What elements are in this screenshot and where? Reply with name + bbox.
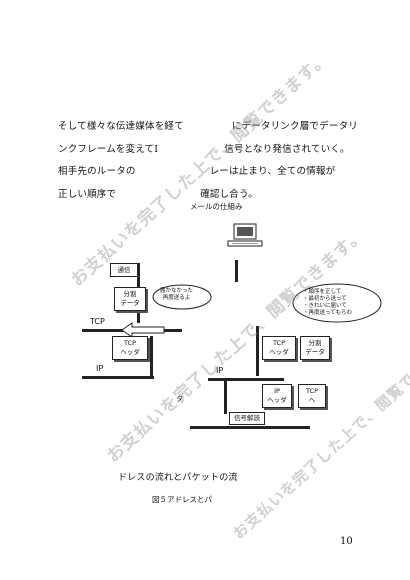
right-tcp-box: TCP ヘ	[298, 384, 326, 408]
left-cloud-shape	[152, 284, 212, 310]
body-line-3-end: レーは止まり、全ての情報が	[209, 166, 336, 177]
body-line-2: ンクフレームを変えてI 信号となり発信されていく。	[58, 141, 350, 155]
left-mid-bar	[150, 336, 153, 378]
ip-label: IP	[96, 364, 104, 373]
figure-heading: メールの仕組み	[190, 202, 243, 211]
ip-horizontal-bar	[82, 376, 154, 379]
right-cloud-shape	[292, 283, 382, 323]
left-top-box: 通信	[110, 263, 138, 277]
bottom-horizontal-bar	[190, 426, 310, 429]
signal-decode-box: 信号解読	[229, 412, 265, 425]
right-tcp-header-box: TCP ヘッダ	[262, 336, 296, 360]
body-line-4: 正しい順序で 確認し合う。	[58, 186, 258, 200]
left-lower-fragment: タ	[176, 395, 183, 403]
page-number: 10	[340, 536, 353, 547]
body-line-3-start: 相手先のルータの	[58, 166, 136, 177]
right-vertical-bar	[256, 326, 259, 376]
right-ip-header-box: IP ヘッダ	[262, 384, 292, 408]
figure-caption: 図５アドレスとパ	[152, 495, 212, 504]
right-split-data-box: 分割 データ	[300, 336, 330, 360]
body-line-1-end: にデータリンク層でデータリ	[231, 121, 358, 132]
body-line-3: 相手先のルータの レーは止まり、全ての情報が	[58, 163, 335, 177]
body-line-4-start: 正しい順序で	[58, 189, 117, 200]
body-line-2-start: ンクフレームを変えてI	[58, 144, 159, 155]
computer-icon	[227, 223, 263, 247]
right-top-bar	[235, 260, 238, 282]
decode-vertical-bar	[224, 380, 227, 414]
body-line-1: そして様々な伝達媒体を経て にデータリンク層でデータリ	[58, 118, 358, 132]
right-ip-bar	[208, 378, 284, 381]
left-cloud-text: 届かなかった 再度送るよ	[160, 288, 194, 301]
body-line-4-end: 確認し合う。	[200, 189, 258, 200]
body-line-1-start: そして様々な伝達媒体を経て	[58, 121, 184, 132]
figure-caption-line: ドレスの流れとパケットの流	[118, 473, 238, 483]
right-ip-label: IP	[216, 366, 224, 375]
split-data-box: 分割 データ	[114, 287, 146, 311]
tcp-label: TCP	[90, 317, 105, 326]
right-cloud-text: ・順序を正して ・最初から送って ・きれいに届いて ・再度送ってもらわ	[303, 289, 352, 316]
tcp-header-box: TCP ヘッダ	[112, 336, 148, 360]
body-line-2-end: 信号となり発信されていく。	[224, 144, 350, 155]
